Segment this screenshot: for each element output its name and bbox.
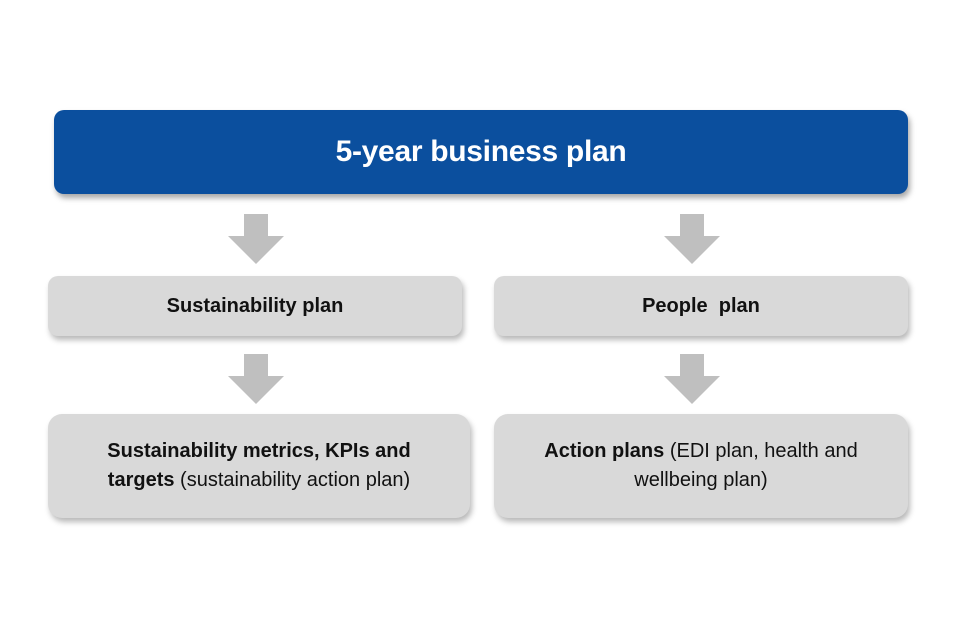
- down-arrow-icon: [228, 214, 284, 264]
- action-plans-box: Action plans (EDI plan, health and wellb…: [494, 414, 908, 518]
- sustainability-plan-label: Sustainability plan: [166, 294, 344, 317]
- down-arrow-icon: [664, 354, 720, 404]
- business-plan-label: 5-year business plan: [335, 135, 627, 168]
- sustainability-metrics-text: Sustainability metrics, KPIs and targets…: [78, 437, 440, 495]
- sustainability-plan-box: Sustainability plan: [48, 276, 462, 336]
- action-plans-rest: (EDI plan, health and wellbeing plan): [634, 440, 858, 491]
- people-plan-label: People plan: [642, 294, 760, 317]
- people-plan-box: People plan: [494, 276, 908, 336]
- down-arrow-icon: [228, 354, 284, 404]
- action-plans-text: Action plans (EDI plan, health and wellb…: [524, 437, 878, 495]
- business-plan-box: 5-year business plan: [54, 110, 908, 194]
- sustainability-metrics-box: Sustainability metrics, KPIs and targets…: [48, 414, 470, 518]
- down-arrow-icon: [664, 214, 720, 264]
- sustainability-metrics-bold: Sustainability metrics, KPIs and targets: [107, 440, 411, 491]
- sustainability-metrics-rest: (sustainability action plan): [174, 469, 411, 491]
- action-plans-bold: Action plans: [544, 440, 665, 462]
